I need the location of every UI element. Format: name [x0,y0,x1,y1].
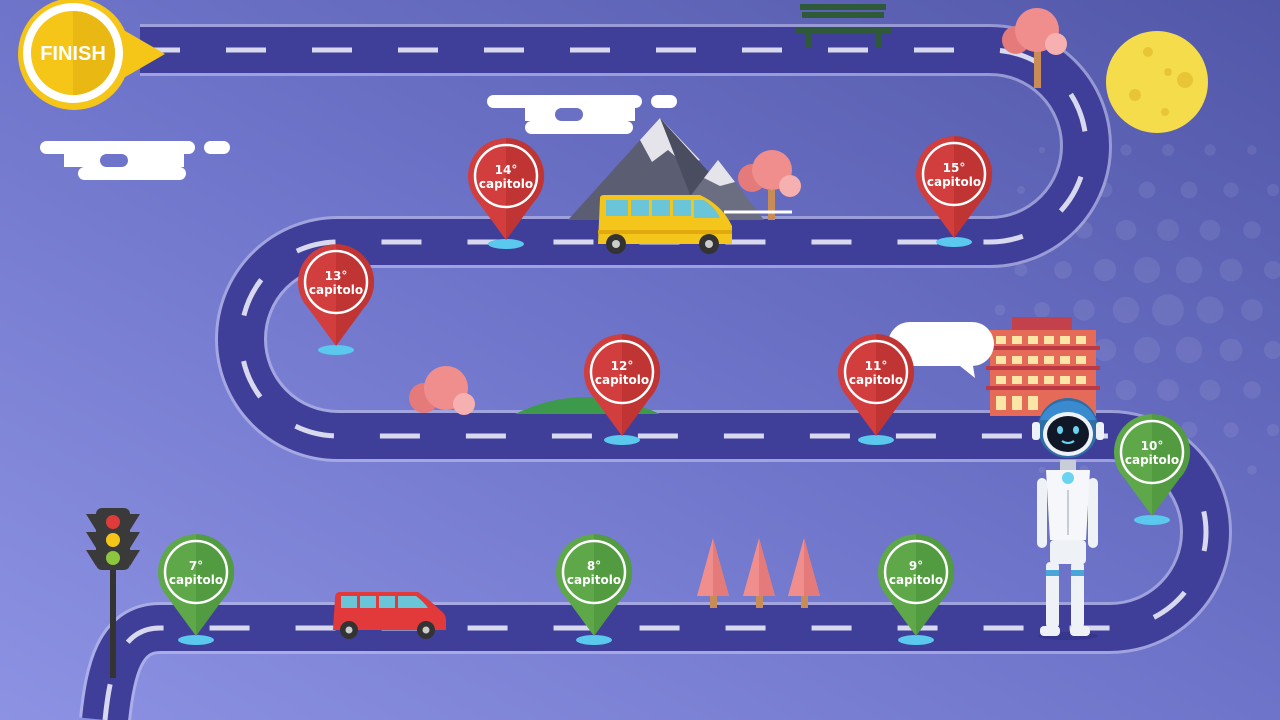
chapter-word: capitolo [567,573,621,587]
chapter-pin[interactable]: 11°capitolo [838,333,915,445]
pin-shadow [178,635,214,645]
pin-shadow [318,345,354,355]
chapter-pin[interactable]: 8°capitolo [555,533,633,645]
pin-shadow [1134,515,1170,525]
chapter-pins: 7°capitolo8°capitolo9°capitolo10°capitol… [158,135,1191,645]
chapter-number: 8° [587,559,601,573]
robot-avatar [1032,398,1104,640]
pin-shadow [488,239,524,249]
cloud-top [487,95,677,134]
finish-label: FINISH [40,43,106,65]
tree-mountain [738,150,801,220]
chapter-word: capitolo [169,573,223,587]
yellow-van [598,195,792,254]
tree-top-right [1002,8,1067,88]
chapter-pin[interactable]: 10°capitolo [1114,413,1191,525]
chapter-pin[interactable]: 15°capitolo [915,135,993,247]
pin-shadow [576,635,612,645]
pin-ring [921,141,987,207]
tree-left [409,366,475,415]
pin-ring [561,539,627,605]
chapter-word: capitolo [595,373,649,387]
chapter-word: capitolo [1125,453,1179,467]
hotel-building [986,317,1100,416]
cone-trees [697,538,820,608]
chapter-pin[interactable]: 14°capitolo [468,137,545,249]
chapter-word: capitolo [309,283,363,297]
pin-shadow [936,237,972,247]
pin-ring [1119,419,1185,485]
pin-ring [473,143,539,209]
chapter-word: capitolo [889,573,943,587]
park-bench [796,4,892,48]
pin-shadow [898,635,934,645]
chapter-pin[interactable]: 12°capitolo [584,333,661,445]
chapter-word: capitolo [479,177,533,191]
cloud-left [40,141,230,180]
chapter-number: 14° [495,163,518,177]
chapter-word: capitolo [849,373,903,387]
finish-marker[interactable]: FINISH [18,0,165,110]
chapter-word: capitolo [927,175,981,189]
pin-ring [589,339,655,405]
chapter-number: 7° [189,559,203,573]
chapter-pin[interactable]: 9°capitolo [877,533,955,645]
moon [1106,31,1208,133]
pin-ring [843,339,909,405]
pin-ring [163,539,229,605]
chapter-number: 13° [325,269,348,283]
pin-shadow [858,435,894,445]
speech-bubble [888,322,994,378]
road [79,24,1232,720]
traffic-light [86,508,140,678]
chapter-number: 15° [943,161,966,175]
chapter-pin[interactable]: 7°capitolo [158,533,235,645]
chapter-number: 10° [1141,439,1164,453]
chapter-number: 12° [611,359,634,373]
pin-ring [303,249,369,315]
cone-tree [743,538,775,608]
pin-shadow [604,435,640,445]
cone-tree [697,538,729,608]
chapter-number: 9° [909,559,923,573]
chapter-number: 11° [865,359,888,373]
red-car [333,592,446,639]
pin-ring [883,539,949,605]
cone-tree [788,538,820,608]
chapter-pin[interactable]: 13°capitolo [298,243,375,355]
